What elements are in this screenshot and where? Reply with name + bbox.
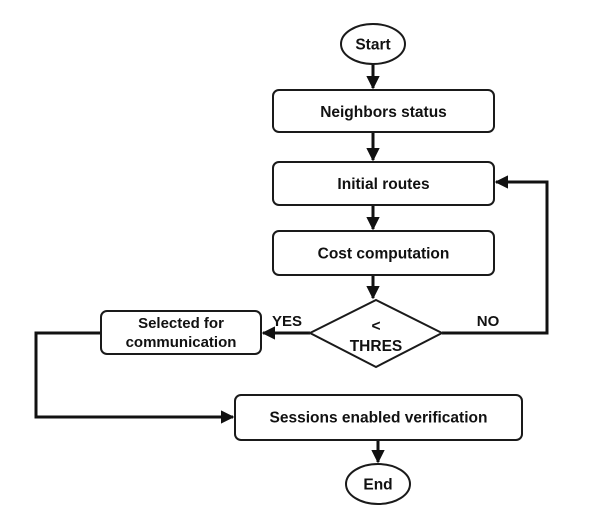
end-node: End	[345, 463, 411, 505]
arrow-selected-to-sessions	[34, 331, 235, 424]
sessions-enabled-verification-node: Sessions enabled verification	[234, 394, 523, 441]
sessions-label: Sessions enabled verification	[270, 410, 488, 427]
start-label: Start	[355, 37, 390, 54]
cost-computation-label: Cost computation	[318, 246, 450, 263]
no-edge-label: NO	[477, 313, 500, 330]
neighbors-status-label: Neighbors status	[320, 104, 447, 121]
selected-for-communication-node: Selected for communication	[100, 310, 262, 355]
arrow-decision-no-loop-to-initial	[442, 175, 549, 335]
decision-thres-label: THRES	[350, 338, 403, 355]
end-label: End	[363, 477, 392, 494]
threshold-decision-node: < THRES	[307, 298, 445, 369]
start-node: Start	[340, 23, 406, 65]
selected-label-line2: communication	[126, 334, 237, 351]
initial-routes-node: Initial routes	[272, 161, 495, 206]
initial-routes-label: Initial routes	[337, 176, 429, 193]
yes-edge-label: YES	[272, 313, 302, 330]
neighbors-status-node: Neighbors status	[272, 89, 495, 133]
selected-label-line1: Selected for	[138, 315, 224, 332]
cost-computation-node: Cost computation	[272, 230, 495, 276]
decision-symbol: <	[371, 318, 380, 335]
